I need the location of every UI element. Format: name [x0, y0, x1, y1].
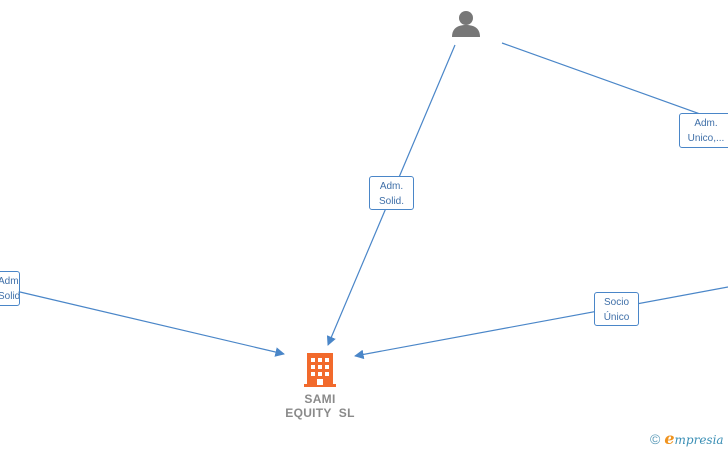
building-icon[interactable]	[304, 353, 336, 387]
company-name[interactable]: SAMI EQUITY SL	[270, 392, 370, 420]
edge-label-left-line2: Solid.	[0, 291, 20, 302]
edge-label-top-right-line1: Adm.	[694, 118, 718, 129]
edge-label-center[interactable]: Adm. Solid.	[369, 176, 414, 210]
company-name-line2: EQUITY SL	[285, 406, 355, 420]
edge-person-to-right	[501, 42, 728, 125]
edge-label-top-right-line2: Unico,...	[687, 133, 725, 144]
brand-logo: ©empresia	[650, 429, 724, 448]
brand-initial: e	[664, 429, 675, 448]
edge-label-left[interactable]: Adm. Solid.	[0, 271, 20, 306]
edge-label-center-line2: Solid.	[378, 196, 404, 207]
brand-name: mpresia	[674, 433, 724, 447]
edge-left-to-company	[19, 291, 285, 357]
edge-label-top-right[interactable]: Adm. Unico,...	[679, 113, 728, 148]
copyright-symbol: ©	[650, 431, 661, 447]
edge-label-right[interactable]: Socio Único	[594, 292, 639, 326]
edge-label-left-line1: Adm.	[0, 276, 19, 287]
edge-label-right-line2: Único	[603, 312, 630, 323]
company-name-line1: SAMI	[304, 392, 336, 406]
edge-label-center-line1: Adm.	[379, 181, 404, 192]
person-icon[interactable]	[452, 11, 480, 37]
edge-right-to-company	[354, 286, 728, 360]
edge-label-right-line1: Socio	[603, 297, 629, 308]
